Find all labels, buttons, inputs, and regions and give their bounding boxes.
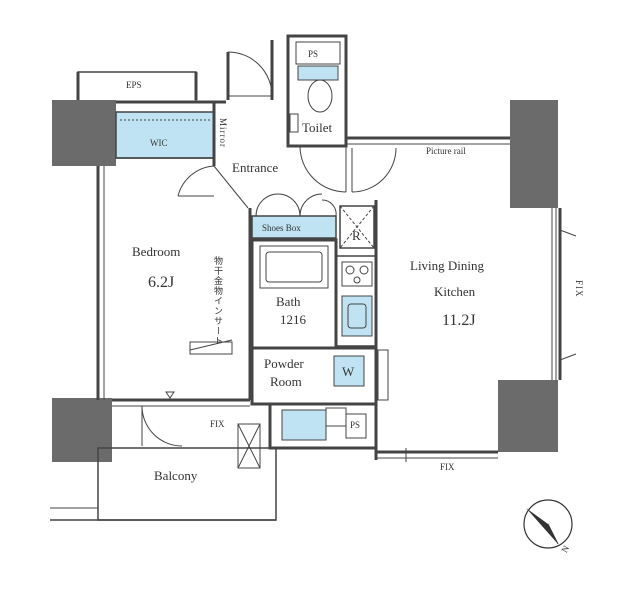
ps-bottom-box	[345, 413, 367, 439]
powder-room-line2: Room	[270, 374, 302, 389]
column-bedroom-bottom	[52, 398, 112, 462]
eps-label: EPS	[126, 80, 142, 90]
wic	[115, 111, 215, 159]
toilet-tank	[297, 65, 339, 81]
shoes-box	[251, 215, 337, 239]
refrigerator	[339, 205, 375, 249]
washer-label: W	[342, 364, 355, 379]
balcony-outline	[97, 447, 277, 521]
bedroom-size: 6.2J	[148, 274, 175, 291]
refrigerator-label: R	[352, 228, 361, 243]
toilet-paper	[289, 113, 299, 133]
ps-top-box	[295, 41, 341, 65]
bedroom-insert-label: 物干金物インサート	[213, 256, 223, 346]
ldk-name-line2: Kitchen	[434, 284, 476, 299]
toilet-bowl	[307, 79, 333, 113]
picture-rail-label: Picture rail	[426, 146, 466, 156]
stove	[341, 261, 373, 287]
lower-utility	[268, 402, 378, 450]
kitchen-sink	[341, 295, 373, 337]
bath-name: Bath	[276, 294, 301, 309]
bathtub	[259, 245, 329, 289]
bath-size: 1216	[280, 312, 306, 327]
balcony-storage	[237, 423, 261, 469]
compass-icon	[523, 499, 573, 549]
washer	[333, 355, 365, 387]
column-bedroom-top	[52, 100, 116, 166]
toilet-label: Toilet	[302, 120, 333, 135]
wic-label: WIC	[150, 138, 168, 148]
fix-balcony-label: FIX	[210, 419, 225, 429]
ps-bottom-label: PS	[350, 420, 361, 430]
fix-right-label: FIX	[574, 280, 584, 298]
balcony-label: Balcony	[154, 468, 198, 483]
ps-top-label: PS	[308, 49, 319, 59]
fix-bottom-label: FIX	[440, 462, 455, 472]
wash-basin	[281, 409, 327, 441]
entrance-label: Entrance	[232, 160, 279, 175]
ldk-name-line1: Living Dining	[410, 258, 485, 273]
powder-room-line1: Powder	[264, 356, 304, 371]
bedroom-name: Bedroom	[132, 244, 181, 259]
column-ldk-top	[510, 100, 558, 208]
mirror-label: Mirror	[218, 118, 228, 148]
ldk-size: 11.2J	[442, 312, 476, 329]
shoes-box-label: Shoes Box	[262, 223, 301, 233]
column-ldk-bottom	[498, 380, 558, 452]
